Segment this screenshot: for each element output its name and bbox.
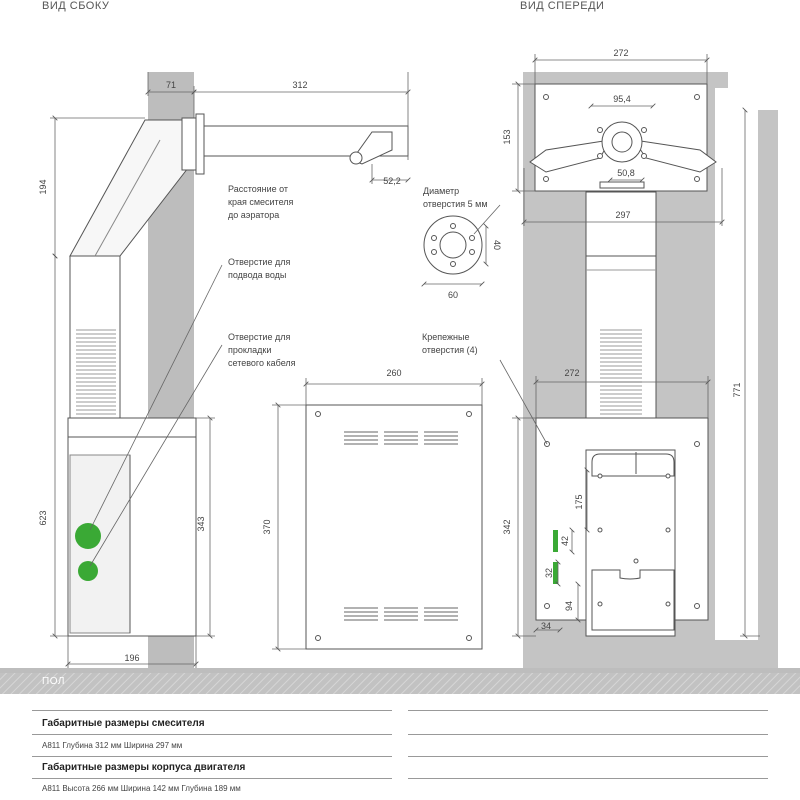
dimension-labels: 71 312 194 623 343 196 52,2 60 40 260 37…	[38, 48, 742, 663]
spec-rule-1-right	[408, 734, 768, 735]
front-column	[585, 191, 657, 423]
spec-motor-line: A811 Высота 266 мм Ширина 142 мм Глубина…	[42, 784, 241, 793]
dim-flange-height: 40	[492, 240, 502, 250]
front-view-title: ВИД СПЕРЕДИ	[520, 0, 605, 12]
dim-front-34: 34	[541, 621, 551, 631]
dim-front-plate-center: 95,4	[613, 94, 631, 104]
dim-side-wall-offset: 71	[166, 80, 176, 90]
spec-rule-top-left	[32, 710, 392, 711]
dim-side-aerator: 52,2	[383, 176, 401, 186]
dim-front-box-height: 342	[502, 519, 512, 534]
dim-front-span: 297	[615, 210, 630, 220]
spec-mixer-line: A811 Глубина 312 мм Ширина 297 мм	[42, 741, 183, 750]
note-cable: Отверстие для прокладки сетевого кабеля	[228, 332, 296, 368]
spec-mixer-title: Габаритные размеры смесителя	[42, 718, 205, 729]
dim-side-height-top: 194	[38, 179, 48, 194]
side-duct	[69, 255, 121, 419]
dim-side-height-bottom: 623	[38, 510, 48, 525]
cover-vent-top	[344, 431, 458, 445]
front-water-marker	[553, 530, 558, 552]
cover-panel	[272, 378, 482, 649]
dim-front-42: 42	[560, 536, 570, 546]
dim-flange-width: 60	[448, 290, 458, 300]
side-spout-flange	[181, 117, 197, 171]
dim-cover-height: 370	[262, 519, 272, 534]
dim-front-box-width: 272	[564, 368, 579, 378]
spec-rule-1	[32, 734, 392, 735]
spec-rule-3	[32, 778, 392, 779]
dim-front-32: 32	[544, 568, 554, 578]
spec-rule-2-right	[408, 756, 768, 757]
dim-side-spout-length: 312	[292, 80, 307, 90]
side-corrugated-hose	[76, 329, 116, 415]
spec-rule-2	[32, 756, 392, 757]
note-water: Отверстие для подвода воды	[228, 257, 293, 280]
cover-vent-bottom	[344, 607, 458, 621]
note-diameter: Диаметр отверстия 5 мм	[423, 186, 488, 209]
dim-front-bottom-center: 50,8	[617, 168, 635, 178]
front-dimensions	[499, 54, 760, 636]
dim-cover-width: 260	[386, 368, 401, 378]
front-cable-marker	[553, 562, 558, 584]
dim-front-plate-width: 272	[613, 48, 628, 58]
spec-motor-title: Габаритные размеры корпуса двигателя	[42, 762, 246, 773]
note-distance: Расстояние от края смесителя до аэратора	[228, 184, 296, 220]
spec-rule-3-right	[408, 778, 768, 779]
side-view	[67, 113, 409, 637]
annotation-labels: Расстояние от края смесителя до аэратора…	[228, 184, 488, 368]
dim-front-total-height: 771	[732, 382, 742, 397]
water-inlet-hole	[75, 523, 101, 549]
side-view-title: ВИД СБОКУ	[42, 0, 110, 12]
floor-label: ПОЛ	[42, 676, 65, 687]
spec-rule-top-right	[408, 710, 768, 711]
cable-hole	[78, 561, 98, 581]
dim-front-94: 94	[564, 601, 574, 611]
dim-side-box-height: 343	[196, 516, 206, 531]
flange-detail	[424, 204, 501, 284]
dim-side-box-depth: 196	[124, 653, 139, 663]
side-dimensions	[50, 72, 408, 668]
dim-front-plate-height: 153	[502, 129, 512, 144]
floor-band	[0, 668, 800, 673]
dim-front-175: 175	[574, 494, 584, 509]
note-mount: Крепежные отверстия (4)	[422, 332, 478, 355]
